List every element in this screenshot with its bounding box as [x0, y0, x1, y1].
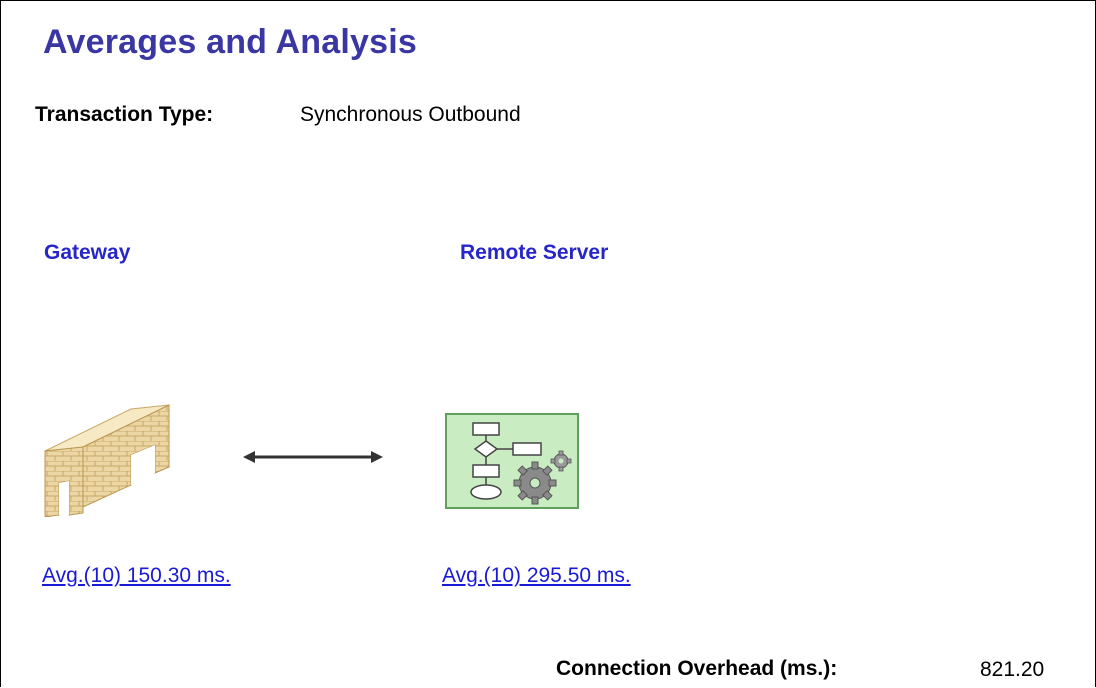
gateway-avg-link[interactable]: Avg.(10) 150.30 ms.: [42, 564, 231, 587]
transaction-type-label: Transaction Type:: [35, 103, 214, 126]
transaction-type-value: Synchronous Outbound: [300, 103, 521, 126]
remote-server-avg-link[interactable]: Avg.(10) 295.50 ms.: [442, 564, 631, 587]
double-arrow-icon: [243, 451, 383, 463]
connection-overhead-label: Connection Overhead (ms.):: [556, 657, 838, 680]
remote-server-heading: Remote Server: [460, 241, 609, 264]
page-title: Averages and Analysis: [43, 23, 417, 61]
flowchart-gear-icon: [445, 413, 579, 509]
gateway-heading: Gateway: [44, 241, 131, 264]
connection-overhead-value: 821.20: [980, 658, 1045, 681]
brick-wall-icon: [44, 404, 170, 517]
